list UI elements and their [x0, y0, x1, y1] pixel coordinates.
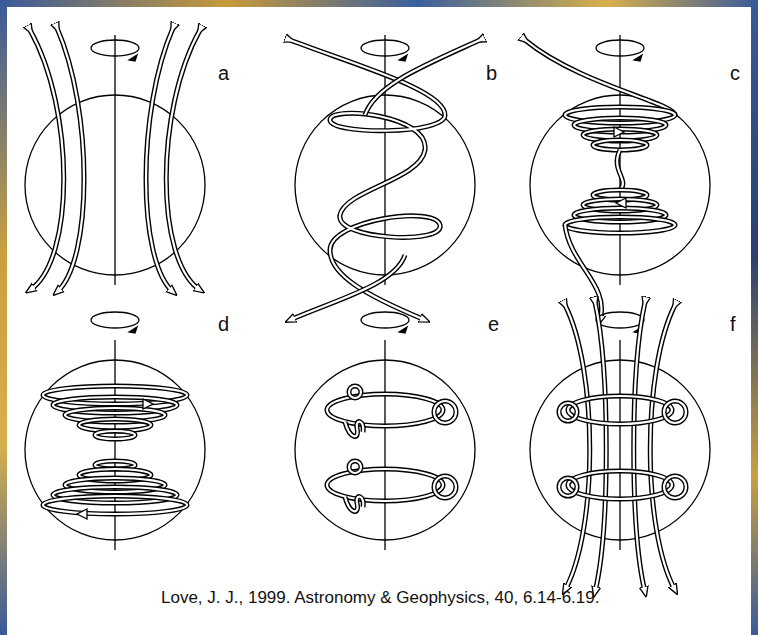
- panel-label: f: [730, 313, 736, 335]
- twisted-field-line: [290, 40, 445, 320]
- panel-c: [525, 35, 710, 320]
- field-line: [30, 30, 64, 290]
- tube-inner: [95, 431, 135, 439]
- tube-inner: [345, 422, 363, 437]
- rotation-axis: [114, 35, 115, 285]
- field-line: [57, 28, 84, 292]
- tube-inner: [146, 28, 173, 292]
- rotation-arrowhead: [399, 327, 407, 333]
- tube-inner: [593, 140, 647, 150]
- rotation-arrow: [596, 40, 644, 56]
- panel-label: e: [488, 313, 499, 335]
- tube-inner: [634, 302, 645, 592]
- tube-inner: [559, 403, 577, 421]
- tube-inner: [349, 461, 361, 473]
- rotation-arrow: [91, 312, 139, 328]
- tube-inner: [434, 476, 456, 498]
- field-line: [617, 150, 623, 190]
- twisted-loop: [559, 403, 577, 421]
- citation-caption: Love, J. J., 1999. Astronomy & Geophysic…: [161, 588, 599, 608]
- rotation-arrowhead: [129, 327, 137, 333]
- toroidal-loop: [327, 469, 443, 501]
- panel-b: [290, 35, 480, 320]
- twisted-loop: [349, 386, 361, 398]
- tube-inner: [595, 302, 606, 592]
- tube-inner: [664, 476, 686, 498]
- field-line: [146, 28, 173, 292]
- rotation-arrowhead: [129, 55, 137, 61]
- tube-inner: [43, 496, 187, 514]
- panel-label: b: [486, 62, 497, 84]
- panel-label: c: [730, 62, 740, 84]
- field-line: [525, 40, 675, 115]
- rotation-arrow: [361, 40, 409, 56]
- rotation-arrow: [91, 40, 139, 56]
- rotation-axis: [384, 340, 385, 550]
- rotation-axis: [619, 340, 620, 550]
- tube-inner: [30, 30, 64, 290]
- tube-inner: [568, 396, 672, 424]
- field-line: [166, 30, 200, 290]
- tube-inner: [565, 217, 675, 233]
- panel-d: [25, 312, 205, 550]
- tube-inner: [617, 150, 623, 190]
- twisted-loop: [345, 497, 363, 512]
- panel-f: [530, 302, 710, 592]
- twisted-loop: [434, 476, 456, 498]
- tube-inner: [345, 497, 363, 512]
- panel-label: d: [218, 313, 229, 335]
- field-line: [595, 302, 606, 592]
- twisted-loop: [664, 476, 686, 498]
- tube-inner: [290, 255, 405, 320]
- tube-inner: [664, 401, 686, 423]
- arrowhead: [616, 198, 626, 208]
- field-line: [565, 305, 590, 590]
- field-line: [650, 305, 675, 590]
- toroidal-loop: [568, 471, 672, 499]
- toroidal-loop: [568, 396, 672, 424]
- tube-inner: [434, 401, 456, 423]
- field-coil: [565, 217, 675, 233]
- arrowhead: [614, 127, 624, 137]
- tube-inner: [327, 394, 443, 426]
- toroidal-loop: [95, 431, 135, 439]
- tube-inner: [327, 469, 443, 501]
- top-border: [0, 0, 758, 7]
- rotation-arrowhead: [399, 55, 407, 61]
- tube-inner: [349, 386, 361, 398]
- tube-inner: [568, 471, 672, 499]
- rotation-arrowhead: [634, 55, 642, 61]
- field-coil: [593, 140, 647, 150]
- twisted-loop: [345, 422, 363, 437]
- field-line: [365, 40, 480, 115]
- arrowhead: [77, 509, 87, 519]
- left-border: [0, 0, 7, 635]
- field-line: [290, 255, 405, 320]
- field-line: [634, 302, 645, 592]
- panel-e: [295, 312, 475, 550]
- toroidal-loop: [327, 394, 443, 426]
- twisted-loop: [559, 478, 577, 496]
- tube-inner: [365, 40, 480, 115]
- tube-inner: [559, 478, 577, 496]
- tube-inner: [525, 40, 675, 115]
- rotation-axis: [114, 340, 115, 550]
- twisted-loop: [349, 461, 361, 473]
- tube-inner: [565, 305, 590, 590]
- twisted-loop: [664, 401, 686, 423]
- tube-inner: [166, 30, 200, 290]
- rotation-arrow: [361, 312, 409, 328]
- twisted-loop: [434, 401, 456, 423]
- tube-inner: [290, 40, 445, 320]
- tube-inner: [57, 28, 84, 292]
- arrowhead: [143, 399, 153, 409]
- panel-a: [25, 28, 205, 292]
- panel-label: a: [218, 62, 229, 84]
- right-border: [751, 0, 758, 635]
- rotation-arrow: [596, 312, 644, 328]
- toroidal-loop: [43, 496, 187, 514]
- tube-inner: [650, 305, 675, 590]
